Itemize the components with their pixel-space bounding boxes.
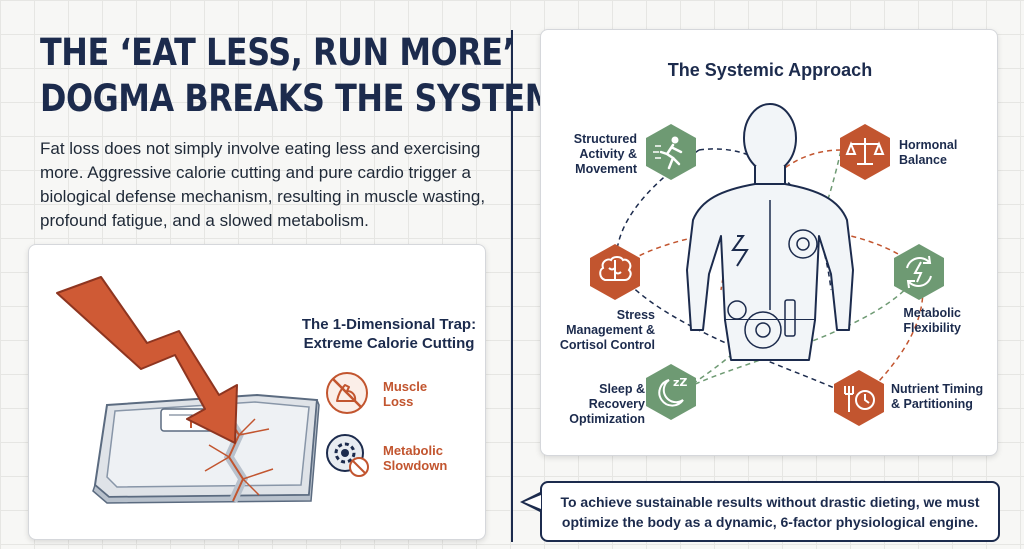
factor-label-line: Activity & [579,147,637,161]
factor-label-line: Movement [575,162,637,176]
metabolic-slowdown-icon [326,434,369,477]
headline-line-1: THE ‘EAT LESS, RUN MORE’ [40,31,515,74]
factor-stress-management: Stress Management & Cortisol Control [547,308,655,353]
trap-item-metabolic-slowdown: Metabolic Slowdown [383,443,447,473]
trap-item-label-line-2: Loss [383,394,414,409]
trap-item-muscle-loss: Muscle Loss [383,379,427,409]
intro-paragraph: Fat loss does not simply involve eating … [40,139,486,230]
factor-label-line: & Partitioning [891,397,973,411]
factor-label-line: Management & [566,323,655,337]
trap-title-line-1: The 1-Dimensional Trap: [301,316,477,333]
brain-icon [590,244,640,300]
trap-item-label-line-1: Muscle [383,379,428,394]
factor-structured-activity: Structured Activity & Movement [545,132,637,177]
cycle-bolt-icon [894,244,944,300]
systemic-approach-card: The Systemic Approach [540,29,998,456]
balance-scale-icon [840,124,890,180]
trap-item-label-line-2: Slowdown [383,458,448,473]
factor-nutrient-timing: Nutrient Timing & Partitioning [891,382,995,412]
factor-label-line: Stress [616,308,655,322]
bathroom-scale-icon [92,393,320,504]
fork-clock-icon [834,370,884,426]
factor-label-line: Nutrient Timing [891,382,984,396]
factor-label-line: Recovery [588,397,645,411]
vertical-divider [511,30,513,542]
broken-scale-illustration [56,276,320,504]
factor-label-line: Flexibility [903,321,961,335]
systemic-title: The Systemic Approach [667,60,873,80]
factor-label-line: Optimization [569,412,645,426]
headline-line-2: DOGMA BREAKS THE SYSTEM [40,77,556,120]
factor-label-line: Metabolic [903,306,961,320]
factor-label-line: Balance [899,153,947,167]
factor-metabolic-flexibility: Metabolic Flexibility [871,306,961,336]
trap-card: The 1-Dimensional Trap: Extreme Calorie … [28,244,486,540]
trap-title-line-2: Extreme Calorie Cutting [303,335,475,352]
conclusion-callout: To achieve sustainable results without d… [540,481,1000,542]
callout-pointer-inner [524,495,541,509]
trap-item-label-line-1: Metabolic [383,443,443,458]
factor-sleep-recovery: Sleep & Recovery Optimization [545,382,645,427]
callout-line-2: optimize the body as a dynamic, 6-factor… [561,513,979,530]
muscle-loss-icon [326,372,368,414]
factor-label-line: Hormonal [899,138,958,152]
factor-label-line: Sleep & [599,382,645,396]
moon-zzz-icon: zZ [646,364,696,420]
factor-hormonal-balance: Hormonal Balance [899,138,991,168]
factor-label-line: Cortisol Control [559,338,655,352]
page-headline: THE ‘EAT LESS, RUN MORE’ DOGMA BREAKS TH… [40,30,556,122]
factor-label-line: Structured [573,132,637,146]
svg-text:zZ: zZ [673,376,687,389]
callout-line-1: To achieve sustainable results without d… [560,493,980,510]
body-network-illustration [615,103,924,401]
trap-title: The 1-Dimensional Trap: Extreme Calorie … [299,315,479,353]
running-figure-icon [646,124,696,180]
falling-arrow-icon [56,276,238,444]
